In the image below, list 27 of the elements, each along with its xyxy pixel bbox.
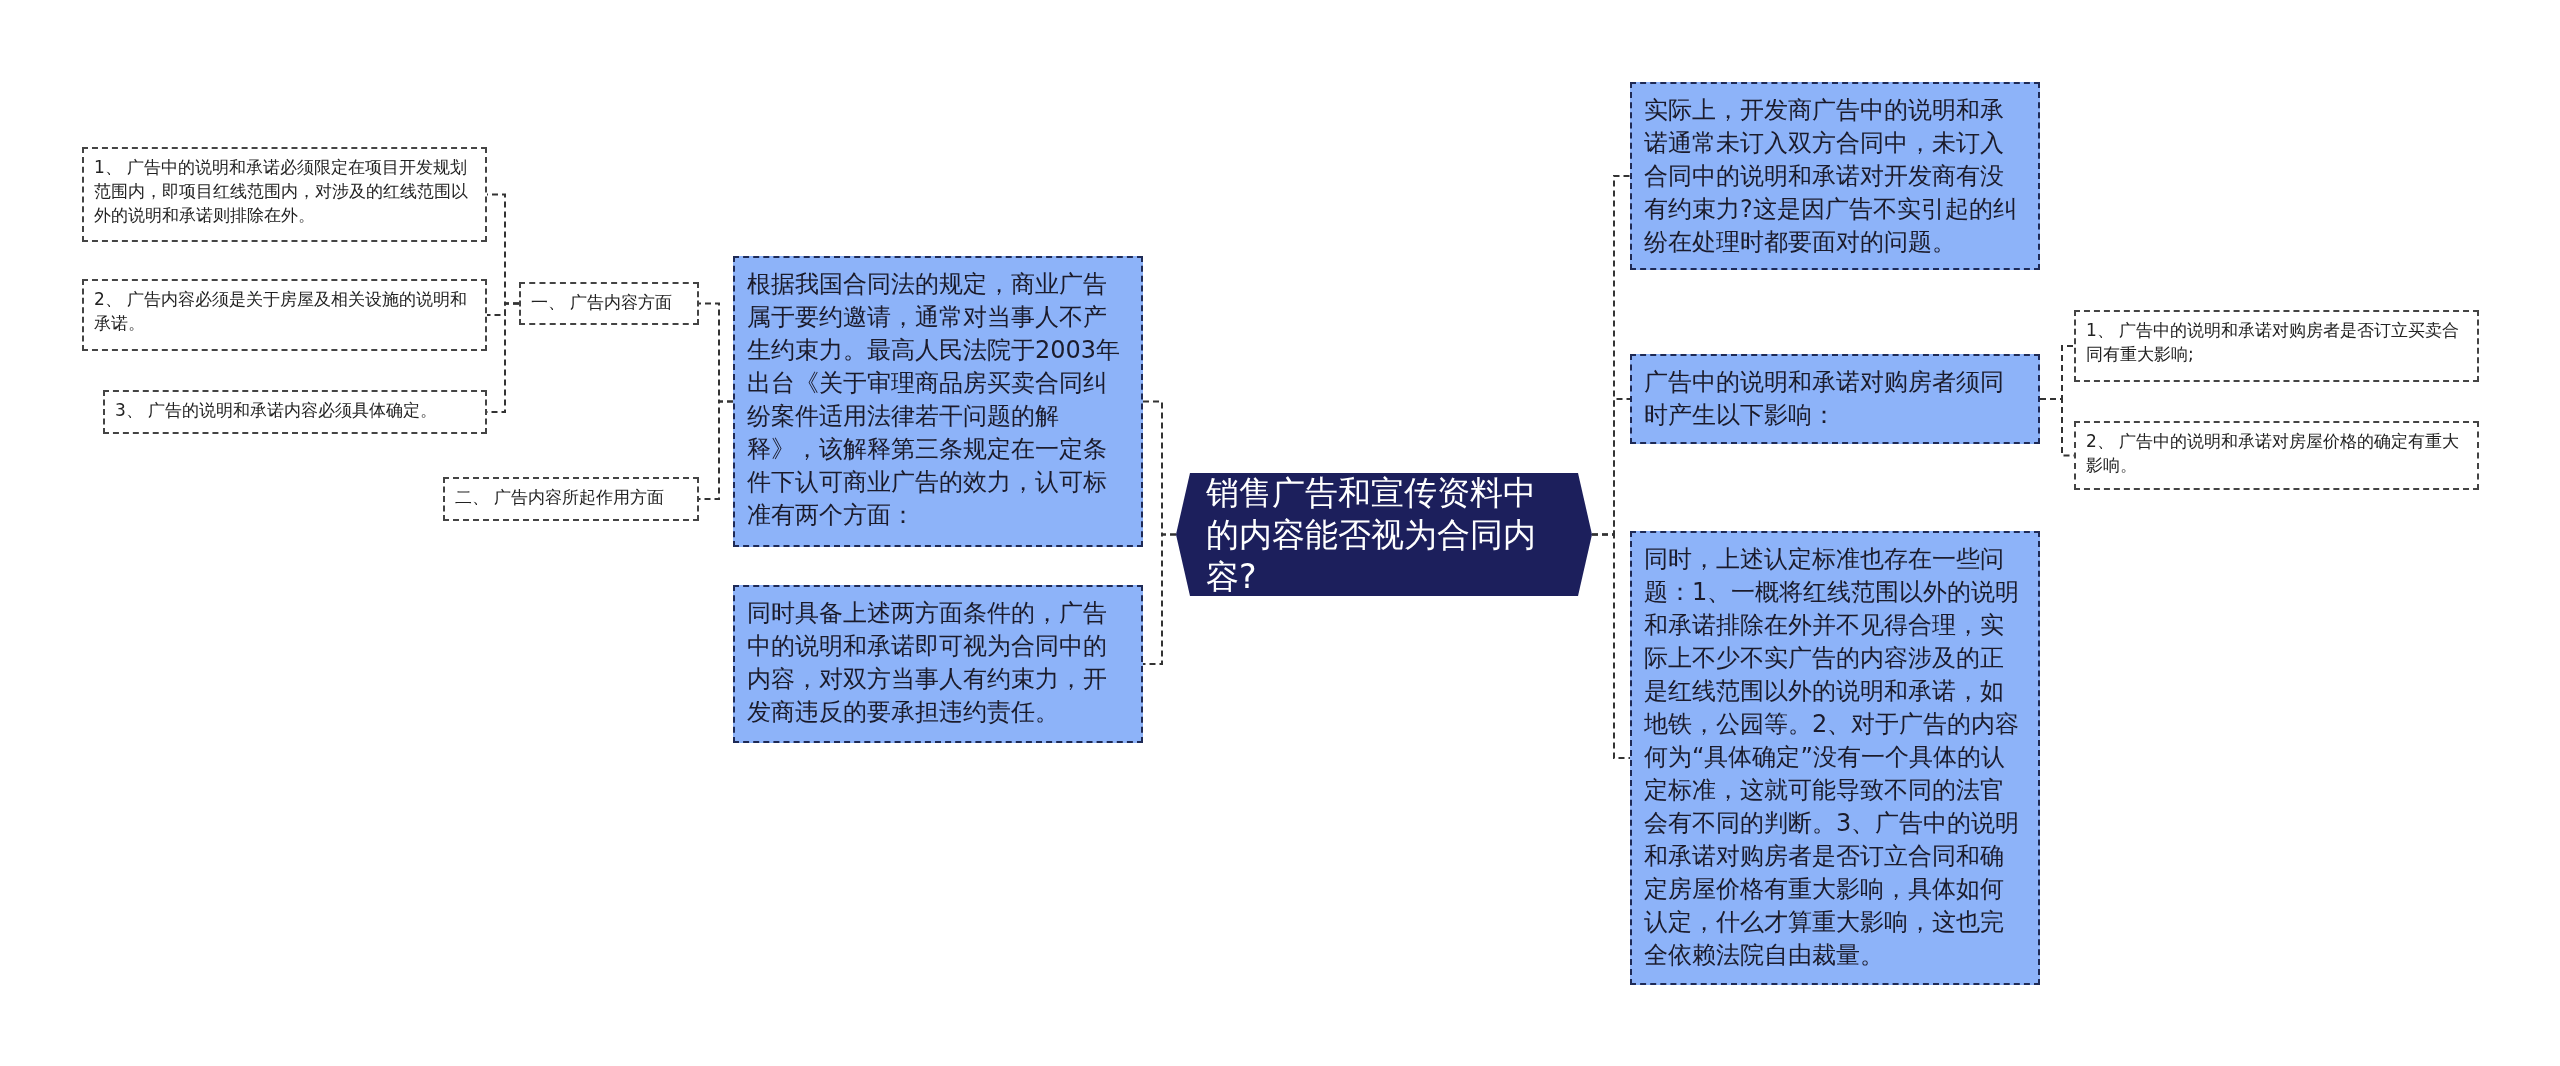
topic-box xyxy=(1630,82,2040,270)
subtopic-box xyxy=(2074,421,2479,490)
connector-line xyxy=(1591,533,1631,759)
subtopic-box xyxy=(82,147,487,242)
connector-line xyxy=(1142,533,1177,665)
subtopic-box xyxy=(443,477,699,521)
subtopic-text: 1、 广告中的说明和承诺对购房者是否订立买卖合同有重大影响; xyxy=(2086,320,2460,364)
topic-text: 广告中的说明和承诺对购房者须同时产生以下影响： xyxy=(1644,368,2004,429)
subtopic-box xyxy=(103,390,487,434)
subtopic-box xyxy=(82,279,487,351)
subtopic-text: 1、 广告中的说明和承诺必须限定在项目开发规划范围内，即项目红线范围内，对涉及的红线范围以外的说明和承诺则排除在外。 xyxy=(94,157,468,225)
topic-text: 同时具备上述两方面条件的，广告中的说明和承诺即可视为合同中的内容，对双方当事人有约束力，开发商违反的要承担违约责任。 xyxy=(747,599,1107,726)
topic-title: 销售广告和宣传资料中的内容能否视为合同内容? xyxy=(1205,471,1537,598)
topic-text: 根据我国合同法的规定，商业广告属于要约邀请，通常对当事人不产生约束力。最高人民法院于2003年出台《关于审理商品房买卖合同纠纷案件适用法律若干问题的解释》，该解释第三条规定在一定条件下认可商业广告的效力，认可标准有两个方面： xyxy=(747,270,1121,529)
subtopic-box xyxy=(519,282,699,325)
subtopic-text: 3、 广告的说明和承诺内容必须具体确定。 xyxy=(115,400,438,420)
central-topic xyxy=(1176,473,1592,596)
subtopic-text: 2、 广告中的说明和承诺对房屋价格的确定有重大影响。 xyxy=(2086,431,2460,475)
topic-box xyxy=(733,585,1143,743)
subtopic-text: 二、 广告内容所起作用方面 xyxy=(455,487,665,507)
subtopic-box xyxy=(2074,310,2479,382)
topic-box xyxy=(1630,354,2040,444)
subtopic-text: 2、 广告内容必须是关于房屋及相关设施的说明和承诺。 xyxy=(94,289,468,333)
topic-text: 实际上，开发商广告中的说明和承诺通常未订入双方合同中，未订入合同中的说明和承诺对开发商有没有约束力?这是因广告不实引起的纠纷在处理时都要面对的问题。 xyxy=(1644,96,2017,256)
topic-box xyxy=(733,256,1143,547)
topic-text: 同时，上述认定标准也存在一些问题：1、一概将红线范围以外的说明和承诺排除在外并不见得合理，实际上不少不实广告的内容涉及的正是红线范围以外的说明和承诺，如地铁，公园等。2、对于广告的内容何为“具体确定”没有一个具体的认定标准，这就可能导致不同的法官会有不同的判断。3、广告中的说明和承诺对购房者是否订立合同和确定房屋价格有重大影响，具体如何认定，什么才算重大影响，这也完全依赖法院自由裁量。 xyxy=(1644,545,2020,969)
subtopic-text: 一、 广告内容方面 xyxy=(531,292,673,312)
